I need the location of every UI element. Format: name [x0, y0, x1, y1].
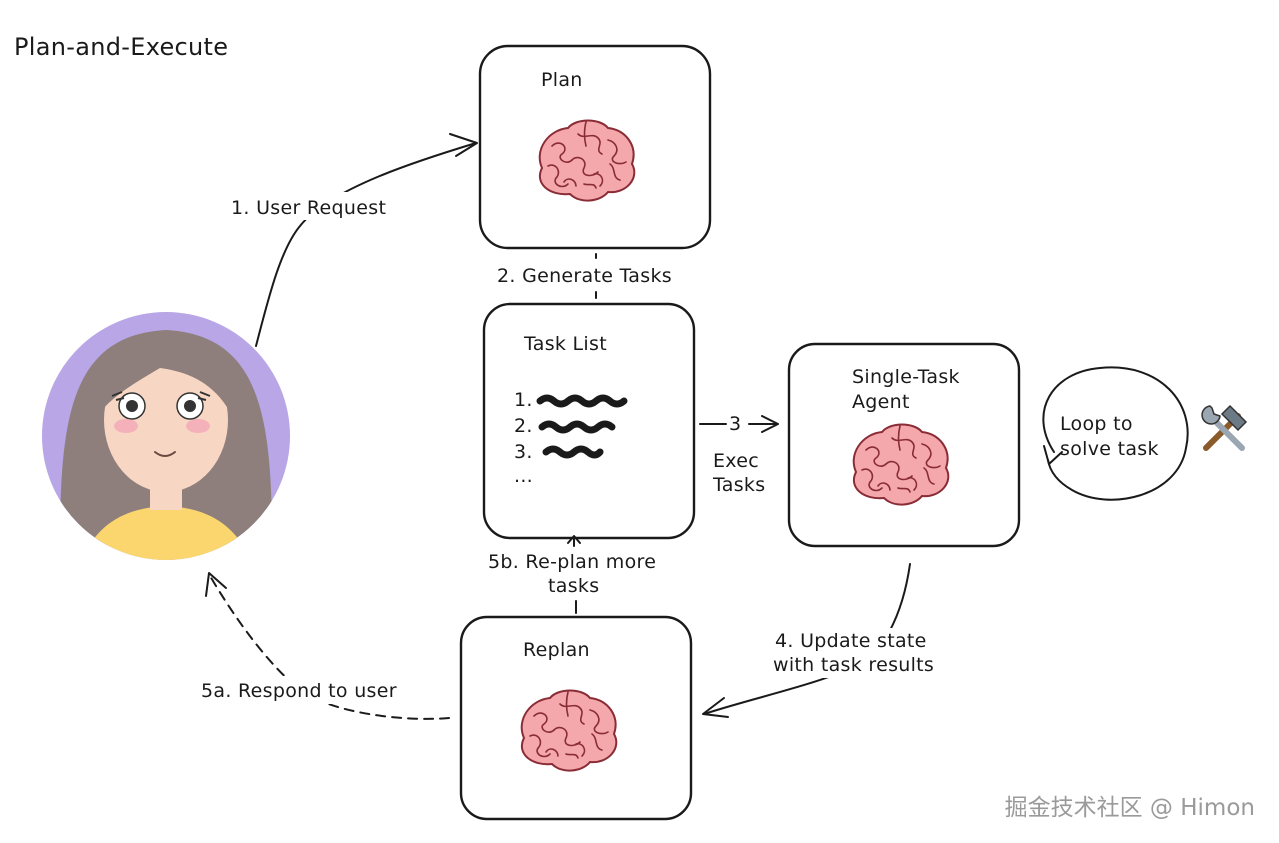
- edge-label-generate-tasks: 2. Generate Tasks: [497, 265, 672, 287]
- edge-label-update-line1: 4. Update state: [775, 630, 927, 652]
- edge-label-replan-line1: 5b. Re-plan more: [488, 551, 656, 573]
- loop-label-line2: solve task: [1060, 438, 1159, 460]
- diagram-title: Plan-and-Execute: [14, 33, 228, 61]
- plan-brain-icon: [538, 119, 636, 202]
- task-item-2-number: 2.: [514, 415, 533, 437]
- agent-label-line1: Single-Task: [852, 366, 960, 388]
- edge-exec-tasks-b: [748, 415, 779, 433]
- task-list-node: [482, 302, 696, 540]
- agent-brain-icon: [852, 423, 950, 506]
- edge-replan-more: [567, 535, 581, 614]
- task-item-3-scribble: [542, 445, 604, 459]
- edge-label-user-request: 1. User Request: [231, 197, 386, 219]
- plan-label: Plan: [541, 69, 583, 91]
- edge-label-update-line2: with task results: [773, 654, 934, 676]
- loop-label-line1: Loop to: [1060, 413, 1133, 435]
- task-list-label: Task List: [523, 333, 607, 355]
- hammer-and-wrench-icon: [1201, 404, 1248, 451]
- edge-label-replan-line2: tasks: [548, 575, 599, 597]
- edge-label-exec-line1: Exec: [713, 450, 759, 472]
- task-item-1-number: 1.: [514, 389, 533, 411]
- watermark: 掘金技术社区 @ Himon: [1004, 795, 1255, 821]
- task-item-3-number: 3.: [514, 441, 533, 463]
- edge-loop-arrowhead: [1043, 445, 1063, 465]
- edge-label-exec-line2: Tasks: [712, 474, 765, 496]
- edge-user-request: [255, 142, 477, 347]
- edge-respond-arrowhead: [205, 572, 227, 597]
- task-item-1-scribble: [536, 394, 628, 408]
- edge-user-request-arrowhead: [449, 133, 478, 157]
- user-avatar: [42, 312, 290, 560]
- edge-update-state-arrowhead: [702, 697, 729, 718]
- edge-loop: [1042, 366, 1189, 501]
- agent-label-line2: Agent: [852, 391, 910, 413]
- replan-brain-icon: [520, 689, 618, 772]
- task-item-2-scribble: [538, 420, 616, 434]
- task-item-more: ...: [514, 465, 533, 487]
- edge-label-exec-step: 3: [729, 413, 741, 435]
- replan-label: Replan: [523, 639, 590, 661]
- edge-label-respond: 5a. Respond to user: [201, 680, 397, 702]
